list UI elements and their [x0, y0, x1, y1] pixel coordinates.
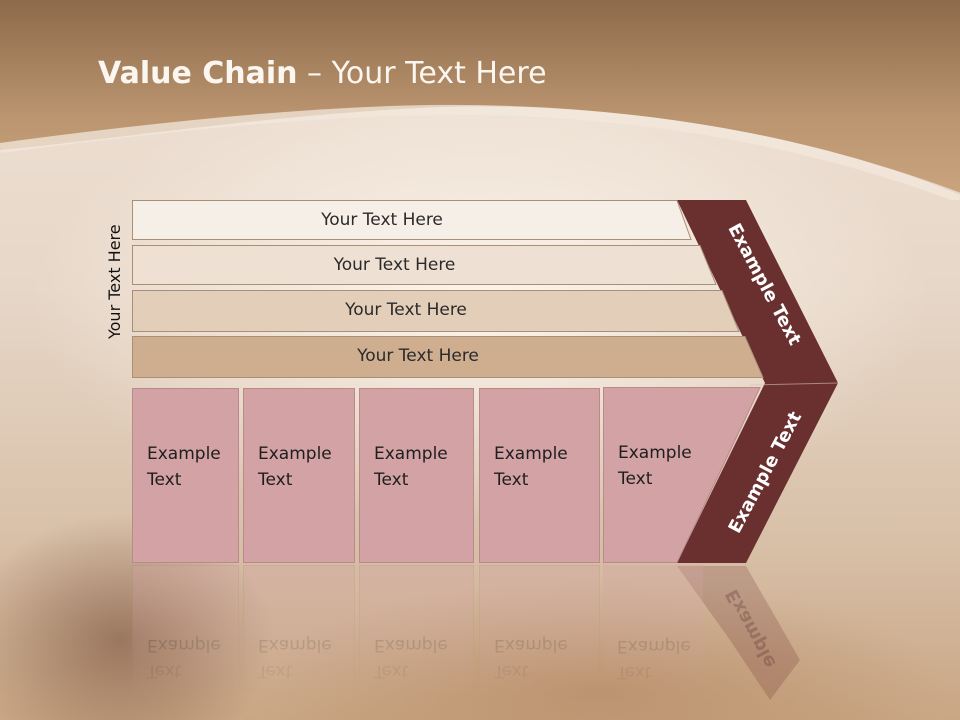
activity-box-reflection: Text Example — [132, 565, 239, 715]
reflection-line-2: Text — [494, 661, 529, 681]
page-title: Value Chain – Your Text Here — [98, 56, 547, 91]
box-line-2: Text — [258, 470, 293, 490]
reflection-line-1: Example — [494, 635, 568, 655]
reflection-line-1: Example — [258, 635, 332, 655]
reflection-line-1: Example — [374, 635, 448, 655]
box-line-1: Example — [374, 444, 448, 464]
row-label: Your Text Here — [321, 210, 443, 230]
activity-box-reflection: Text Example — [243, 565, 355, 715]
activity-box-reflection: Text Example — [479, 565, 600, 715]
reflection-line-2: Text — [374, 661, 409, 681]
support-row-2: Your Text Here — [132, 245, 717, 285]
row-label: Your Text Here — [333, 255, 456, 275]
activity-box-reflection: Text Example — [603, 565, 703, 715]
support-row-4: Your Text Here — [132, 336, 764, 378]
box-line-2: Text — [147, 470, 182, 490]
box-line-1: Example — [494, 444, 568, 464]
side-label: Your Text Here — [105, 224, 124, 340]
box-line-2: Text — [494, 470, 529, 490]
reflection-line-2: Text — [617, 662, 652, 682]
activity-box-5-shape — [603, 387, 761, 563]
row-label: Your Text Here — [345, 300, 467, 320]
activity-box-reflection: Text Example — [359, 565, 474, 715]
header-band — [0, 0, 960, 200]
reflection-line-2: Text — [258, 661, 293, 681]
box-line-1: Example — [147, 444, 221, 464]
reflection-line-2: Text — [147, 661, 182, 681]
title-rest: – Your Text Here — [297, 56, 547, 91]
reflection-line-1: Example — [147, 635, 221, 655]
title-bold: Value Chain — [98, 56, 298, 91]
row-label: Your Text Here — [357, 346, 479, 366]
box-line-1: Example — [258, 444, 332, 464]
support-row-3: Your Text Here — [132, 290, 740, 332]
box-line-2: Text — [618, 469, 653, 489]
support-row-1: Your Text Here — [132, 200, 692, 240]
box-line-1: Example — [618, 443, 692, 463]
box-line-2: Text — [374, 470, 409, 490]
reflection-line-1: Example — [617, 636, 691, 656]
